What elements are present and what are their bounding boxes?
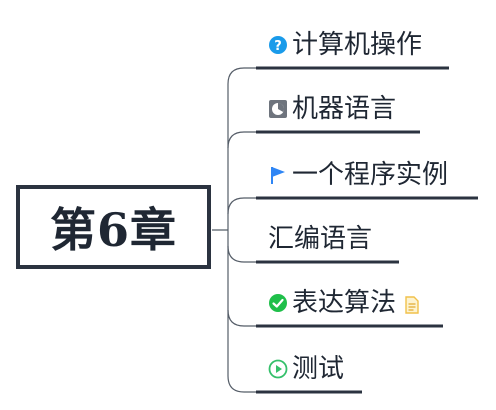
topic-computer-operation[interactable]: ? 计算机操作 [268,22,422,62]
topic-label: 一个程序实例 [292,159,449,190]
topic-program-example[interactable]: 一个程序实例 [268,152,448,192]
topic-label: 机器语言 [292,93,397,124]
connector-trunk [212,84,229,376]
play-icon [268,356,288,379]
connector-branch-6 [227,375,256,393]
help-icon: ? [268,32,288,54]
pie-chart-icon [268,96,288,118]
connector-branch-1 [227,67,256,85]
topic-testing[interactable]: 测试 [268,346,344,386]
svg-text:?: ? [274,39,282,54]
topic-express-algorithm[interactable]: 表达算法 [268,280,424,320]
connector-branch-3 [227,197,256,215]
topic-label: 表达算法 [292,287,397,318]
note-icon[interactable] [404,291,420,314]
flag-icon [268,162,288,184]
connector-branch-2 [227,131,256,149]
topic-label: 汇编语言 [268,223,373,254]
check-icon [268,290,288,312]
central-topic[interactable]: 第6章 [16,185,211,269]
connector-branch-5 [227,309,256,327]
topic-label: 测试 [292,353,345,384]
connector-branch-4 [227,245,256,263]
topic-machine-language[interactable]: 机器语言 [268,86,396,126]
topic-label: 计算机操作 [292,29,423,60]
topic-assembly-language[interactable]: 汇编语言 [268,216,372,256]
